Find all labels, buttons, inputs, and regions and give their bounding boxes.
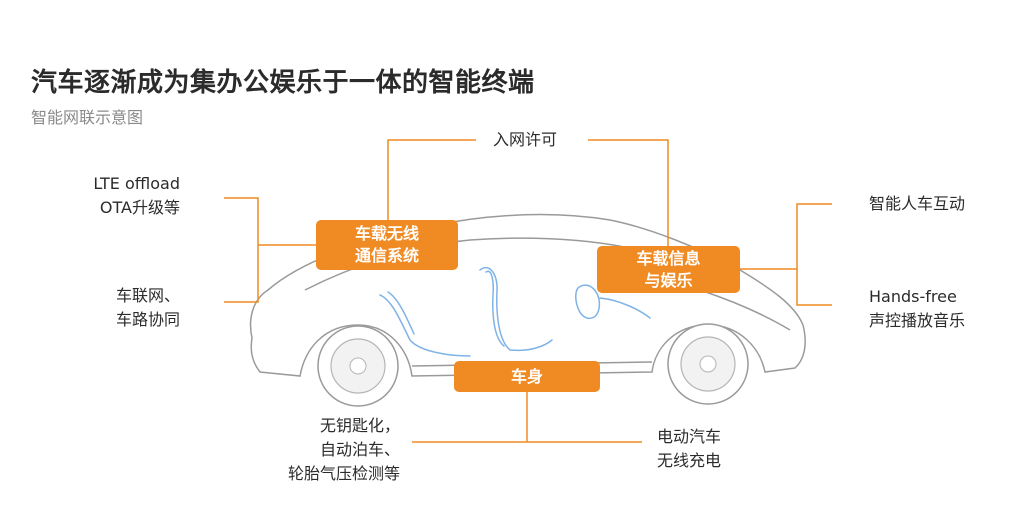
- rear-seat-shape: [379, 294, 471, 357]
- label-handsfree-line1: Hands-free: [869, 287, 957, 306]
- label-handsfree: Hands-free 声控播放音乐: [869, 285, 965, 333]
- label-hmi: 智能人车互动: [869, 194, 966, 213]
- label-keyless: 无钥匙化， 自动泊车、 轮胎气压检测等: [288, 414, 400, 486]
- page-title: 汽车逐渐成为集办公娱乐于一体的智能终端: [31, 68, 535, 98]
- label-v2x-line2: 车路协同: [115, 310, 180, 329]
- front-seat-inner: [485, 270, 505, 347]
- box-wireless-comm: 车载无线 通信系统: [316, 220, 458, 270]
- box-wireless-comm-line2: 通信系统: [354, 246, 419, 265]
- page-subtitle: 智能网联示意图: [31, 108, 144, 127]
- box-infotainment: 车载信息 与娱乐: [597, 246, 740, 293]
- box-wireless-comm-line1: 车载无线: [354, 224, 419, 243]
- label-handsfree-line2: 声控播放音乐: [869, 311, 966, 330]
- label-lte-line1: LTE offload: [93, 174, 180, 193]
- box-infotainment-line1: 车载信息: [636, 248, 701, 268]
- box-car-body: 车身: [454, 361, 600, 392]
- label-keyless-line3: 轮胎气压检测等: [287, 464, 400, 483]
- car-interior: [379, 267, 651, 357]
- box-car-body-label: 车身: [510, 366, 543, 386]
- connector-lines: [224, 139, 832, 443]
- front-wheel: [667, 323, 749, 405]
- right-bracket-line: [796, 203, 832, 306]
- car-hood-line: [699, 289, 791, 331]
- rear-wheel: [317, 325, 399, 407]
- label-ev-line1: 电动汽车: [657, 427, 722, 446]
- left-bracket-line: [224, 197, 259, 303]
- label-ev-charging: 电动汽车 无线充电: [657, 425, 721, 473]
- label-ev-line2: 无线充电: [657, 451, 722, 470]
- label-keyless-line2: 自动泊车、: [319, 440, 400, 459]
- rear-seat-inner: [387, 291, 415, 335]
- box-infotainment-line2: 与娱乐: [644, 270, 693, 290]
- dashboard: [599, 297, 651, 319]
- label-v2x-line1: 车联网、: [115, 286, 180, 305]
- label-lte-line2: OTA升级等: [99, 198, 180, 217]
- label-network-permit: 入网许可: [493, 130, 558, 149]
- label-lte: LTE offload OTA升级等: [93, 172, 180, 220]
- network-permit-line-right: [588, 139, 669, 246]
- steering-wheel: [575, 284, 601, 320]
- label-v2x: 车联网、 车路协同: [116, 284, 180, 332]
- front-seat-shape: [479, 267, 553, 352]
- network-permit-line: [387, 139, 476, 220]
- label-keyless-line1: 无钥匙化，: [319, 416, 400, 435]
